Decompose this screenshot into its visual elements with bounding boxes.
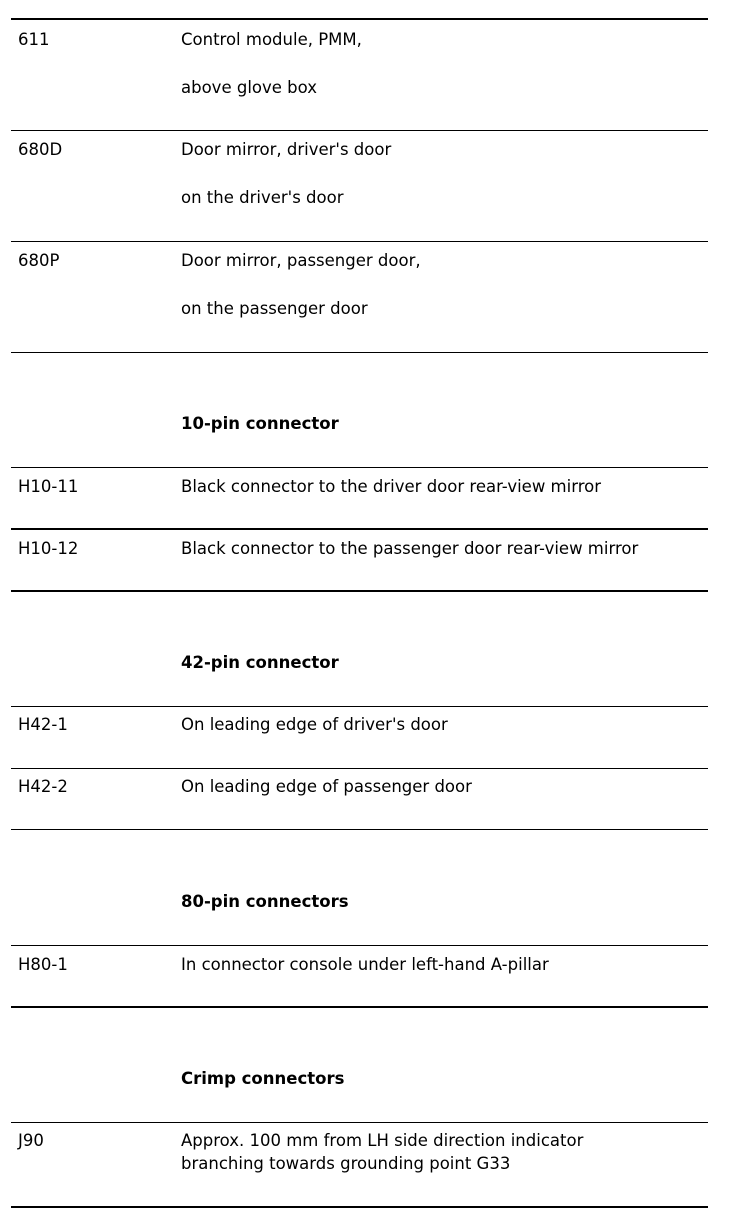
row-code: 680P xyxy=(18,251,60,270)
row-code: H10-11 xyxy=(18,477,79,496)
table-rule xyxy=(11,706,708,707)
table-rule xyxy=(11,1206,708,1208)
section-heading-10-pin: 10-pin connector xyxy=(181,414,339,433)
table-rule xyxy=(11,528,708,530)
row-code: H10-12 xyxy=(18,539,79,558)
row-location: above glove box xyxy=(181,78,317,97)
row-description: Door mirror, driver's door xyxy=(181,140,392,159)
row-description: Control module, PMM, xyxy=(181,30,362,49)
table-rule xyxy=(11,945,708,946)
row-description: Black connector to the passenger door re… xyxy=(181,539,639,558)
section-heading-crimp: Crimp connectors xyxy=(181,1069,345,1088)
row-location: on the driver's door xyxy=(181,188,344,207)
table-rule xyxy=(11,467,708,468)
row-code: H42-2 xyxy=(18,777,68,796)
row-description: On leading edge of passenger door xyxy=(181,777,472,796)
table-rule xyxy=(11,241,708,242)
section-heading-80-pin: 80-pin connectors xyxy=(181,892,349,911)
row-description-continued: branching towards grounding point G33 xyxy=(181,1154,511,1173)
table-rule xyxy=(11,130,708,131)
row-location: on the passenger door xyxy=(181,299,368,318)
table-rule xyxy=(11,1122,708,1123)
row-code: 680D xyxy=(18,140,63,159)
table-rule xyxy=(11,829,708,830)
table-rule xyxy=(11,352,708,353)
row-code: 611 xyxy=(18,30,50,49)
row-description: Door mirror, passenger door, xyxy=(181,251,421,270)
row-description: On leading edge of driver's door xyxy=(181,715,448,734)
table-rule xyxy=(11,18,708,20)
table-rule xyxy=(11,768,708,769)
row-code: H42-1 xyxy=(18,715,68,734)
row-description: Black connector to the driver door rear-… xyxy=(181,477,602,496)
section-heading-42-pin: 42-pin connector xyxy=(181,653,339,672)
row-code: J90 xyxy=(18,1131,44,1150)
row-description: In connector console under left-hand A-p… xyxy=(181,955,549,974)
table-rule xyxy=(11,590,708,592)
row-code: H80-1 xyxy=(18,955,68,974)
row-description: Approx. 100 mm from LH side direction in… xyxy=(181,1131,584,1150)
table-rule xyxy=(11,1006,708,1008)
